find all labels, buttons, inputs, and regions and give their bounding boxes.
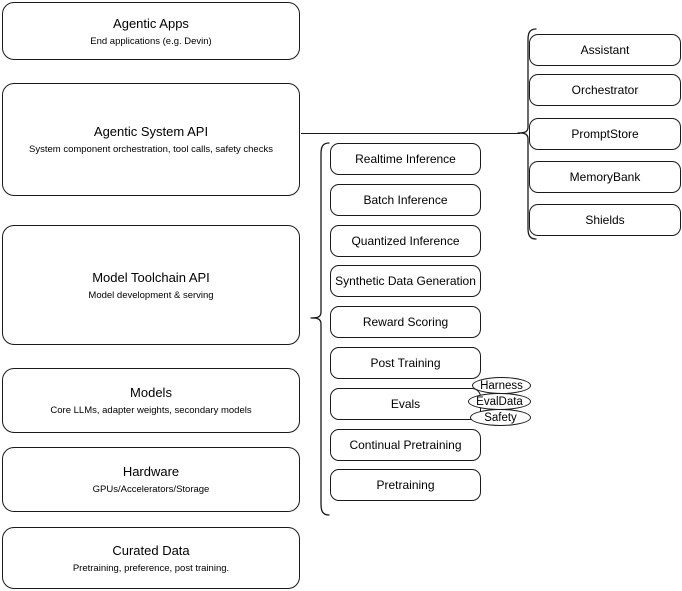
toolchain-item-reward-scoring[interactable]: Reward Scoring [330, 306, 481, 338]
toolchain-item-batch-inference[interactable]: Batch Inference [330, 184, 481, 216]
layer-subtitle: End applications (e.g. Devin) [90, 35, 212, 47]
chip-label: Quantized Inference [351, 234, 460, 248]
toolchain-item-continual-pretraining[interactable]: Continual Pretraining [330, 429, 481, 461]
layer-title: Agentic Apps [113, 15, 189, 31]
layer-subtitle: System component orchestration, tool cal… [29, 144, 273, 155]
eval-badge-evaldata[interactable]: EvalData [468, 393, 531, 410]
eval-badge-label: Harness [480, 379, 523, 392]
toolchain-item-pretraining[interactable]: Pretraining [330, 469, 481, 501]
layer-card-model-toolchain-api[interactable]: Model Toolchain API Model development & … [2, 225, 300, 345]
chip-label: Pretraining [376, 478, 435, 492]
connector-line-system-api [301, 133, 520, 134]
chip-label: Assistant [580, 43, 630, 57]
system-item-assistant[interactable]: Assistant [529, 34, 681, 66]
layer-title: Agentic System API [93, 124, 209, 139]
eval-badge-safety[interactable]: Safety [470, 409, 531, 426]
eval-badge-label: EvalData [476, 395, 523, 408]
chip-label: Post Training [370, 356, 441, 370]
chip-label: Evals [390, 397, 421, 411]
layer-card-hardware[interactable]: Hardware GPUs/Accelerators/Storage [2, 447, 300, 512]
layer-title: Curated Data [112, 542, 190, 558]
layer-subtitle: Pretraining, preference, post training. [72, 562, 230, 574]
toolchain-item-quantized-inference[interactable]: Quantized Inference [330, 225, 481, 257]
system-item-orchestrator[interactable]: Orchestrator [529, 74, 681, 106]
layer-title: Hardware [122, 464, 180, 479]
toolchain-item-evals[interactable]: Evals [330, 388, 481, 420]
layer-card-curated-data[interactable]: Curated Data Pretraining, preference, po… [2, 527, 300, 589]
layer-subtitle: Core LLMs, adapter weights, secondary mo… [50, 405, 252, 416]
system-item-memorybank[interactable]: MemoryBank [529, 161, 681, 193]
layer-subtitle: Model development & serving [88, 289, 214, 301]
chip-label: Synthetic Data Generation [335, 274, 476, 288]
chip-label: Shields [585, 213, 625, 227]
toolchain-item-post-training[interactable]: Post Training [330, 347, 481, 379]
chip-label: MemoryBank [569, 170, 641, 184]
layer-card-agentic-apps[interactable]: Agentic Apps End applications (e.g. Devi… [2, 2, 300, 60]
chip-label: Realtime Inference [355, 152, 456, 166]
system-item-shields[interactable]: Shields [529, 204, 681, 236]
system-bracket [508, 26, 538, 242]
layer-card-models[interactable]: Models Core LLMs, adapter weights, secon… [2, 368, 300, 433]
chip-label: PromptStore [571, 127, 639, 141]
chip-label: Orchestrator [571, 83, 639, 97]
layer-card-agentic-system-api[interactable]: Agentic System API System component orch… [2, 83, 300, 196]
toolchain-item-synthetic-data-generation[interactable]: Synthetic Data Generation [330, 265, 481, 297]
chip-label: Batch Inference [363, 193, 448, 207]
toolchain-item-realtime-inference[interactable]: Realtime Inference [330, 143, 481, 175]
layer-subtitle: GPUs/Accelerators/Storage [92, 484, 210, 495]
layer-title: Models [130, 385, 172, 400]
toolchain-bracket [300, 140, 330, 518]
eval-badge-label: Safety [484, 411, 517, 424]
eval-badge-harness[interactable]: Harness [472, 377, 531, 394]
system-item-promptstore[interactable]: PromptStore [529, 118, 681, 150]
chip-label: Reward Scoring [362, 315, 449, 329]
chip-label: Continual Pretraining [349, 438, 462, 452]
layer-title: Model Toolchain API [92, 269, 210, 285]
